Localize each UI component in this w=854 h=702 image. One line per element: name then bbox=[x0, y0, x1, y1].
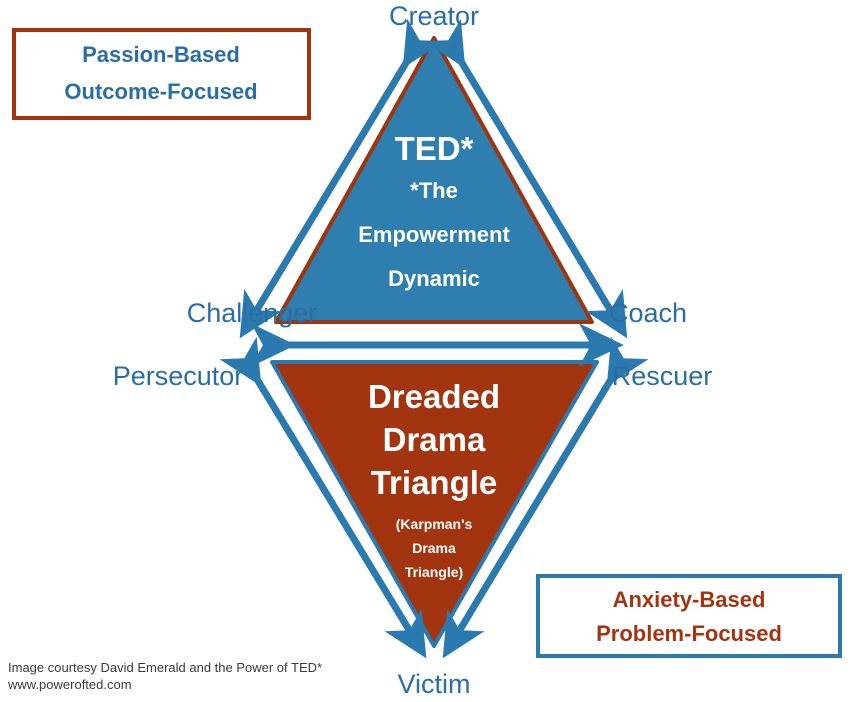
vertex-label-persecutor: Persecutor bbox=[113, 361, 244, 391]
bottom-triangle-line2: Drama bbox=[383, 421, 486, 458]
vertex-label-creator: Creator bbox=[389, 1, 479, 31]
arrow-persecutor-victim bbox=[219, 336, 427, 659]
callout-anxiety-based-border bbox=[536, 574, 842, 658]
top-triangle-line1: *The bbox=[410, 178, 458, 203]
arrows-group bbox=[219, 18, 649, 659]
bottom-triangle-sub2: Drama bbox=[412, 540, 456, 556]
callout-anxiety-based-line1: Anxiety-Based bbox=[613, 587, 766, 612]
vertex-label-victim: Victim bbox=[397, 669, 470, 699]
top-triangle-group: TED* *The Empowerment Dynamic bbox=[274, 36, 594, 324]
credit-block: Image courtesy David Emerald and the Pow… bbox=[7, 660, 322, 692]
bottom-triangle-sub3: Triangle) bbox=[405, 564, 463, 580]
bottom-triangle-line3: Triangle bbox=[371, 464, 498, 501]
callout-anxiety-based: Anxiety-Based Problem-Focused bbox=[536, 574, 842, 658]
arrow-creator-coach bbox=[423, 18, 628, 339]
vertex-label-challenger: Challenger bbox=[187, 298, 318, 328]
top-triangle-line3: Dynamic bbox=[388, 266, 480, 291]
vertex-label-rescuer: Rescuer bbox=[612, 361, 713, 391]
credit-line-2: www.powerofted.com bbox=[7, 677, 132, 692]
callout-passion-based-line1: Passion-Based bbox=[82, 42, 240, 67]
bottom-triangle-sub1: (Karpman's bbox=[396, 516, 473, 532]
top-triangle-line2: Empowerment bbox=[358, 222, 510, 247]
credit-line-1: Image courtesy David Emerald and the Pow… bbox=[8, 660, 322, 675]
arrow-creator-challenger bbox=[239, 18, 445, 339]
callout-passion-based: Passion-Based Outcome-Focused bbox=[12, 28, 311, 120]
callout-passion-based-border bbox=[12, 28, 311, 120]
callout-anxiety-based-line2: Problem-Focused bbox=[596, 621, 782, 646]
callout-passion-based-line2: Outcome-Focused bbox=[64, 79, 257, 104]
vertex-labels-group: Creator Challenger Coach Persecutor Resc… bbox=[113, 1, 713, 699]
top-triangle-heading: TED* bbox=[395, 130, 474, 167]
arrow-rescuer-victim bbox=[442, 336, 649, 659]
bottom-triangle-line1: Dreaded bbox=[368, 378, 500, 415]
vertex-label-coach: Coach bbox=[609, 298, 687, 328]
